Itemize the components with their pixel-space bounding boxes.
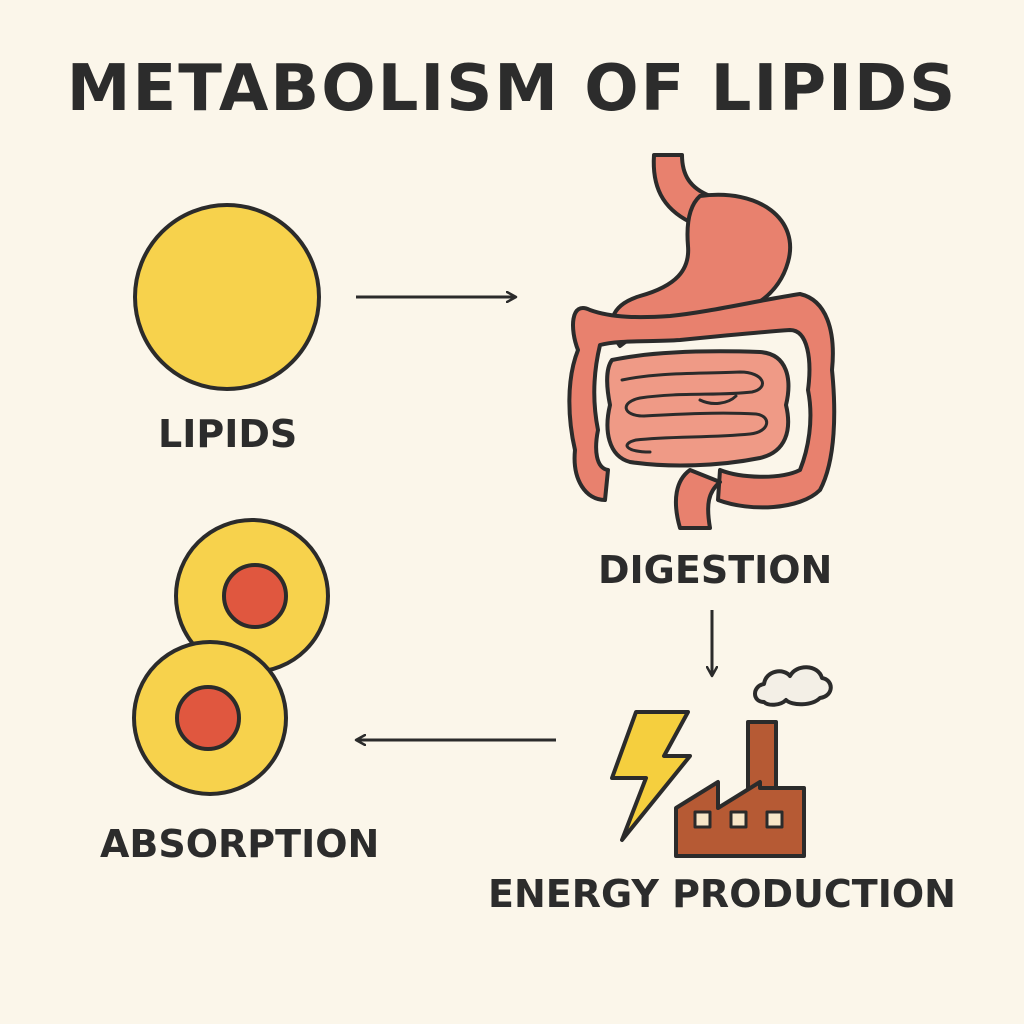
energy-production-label: ENERGY PRODUCTION [488,872,956,916]
lightning-bolt-icon [610,710,692,842]
digestion-label: DIGESTION [598,548,833,592]
factory-icon [674,665,833,858]
fat-cells-icon [132,518,330,796]
absorption-label: ABSORPTION [100,822,380,866]
page-title: METABOLISM OF LIPIDS [66,52,958,126]
lipids-label: LIPIDS [158,412,298,456]
lipid-droplet-icon [133,203,321,391]
digestive-system-icon [567,153,837,530]
